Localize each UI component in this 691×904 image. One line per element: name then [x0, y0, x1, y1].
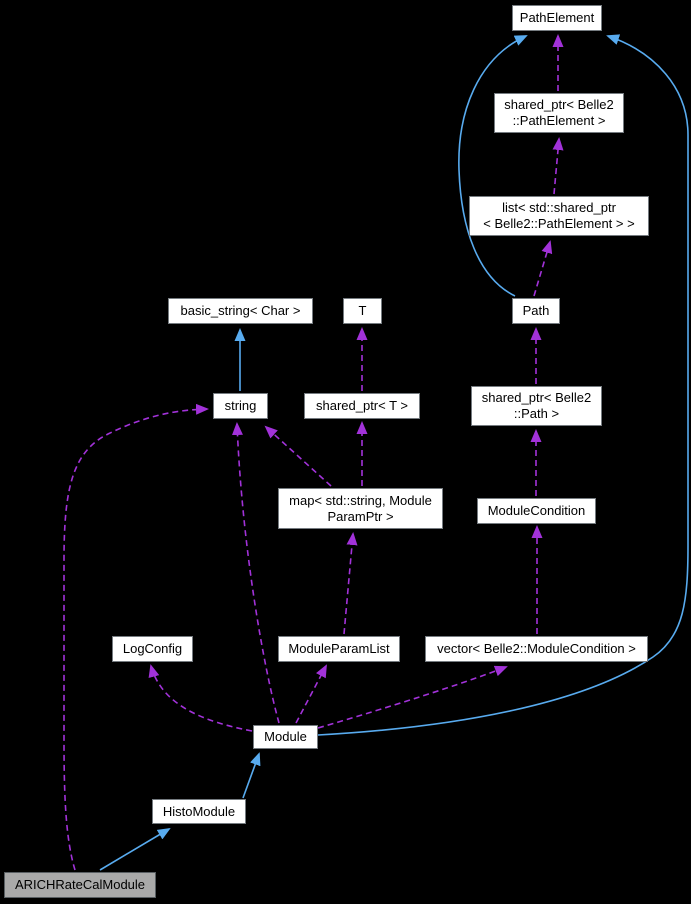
- edge-map-string: [264, 425, 332, 487]
- node-basic-string[interactable]: basic_string< Char >: [168, 298, 313, 324]
- edge-path-list: [533, 240, 553, 297]
- node-vector-modulecondition[interactable]: vector< Belle2::ModuleCondition >: [425, 636, 648, 662]
- node-logconfig[interactable]: LogConfig: [112, 636, 193, 662]
- node-label: shared_ptr< Belle2: [504, 97, 614, 112]
- edge-path-pathelement: [458, 35, 528, 297]
- node-histomodule[interactable]: HistoModule: [152, 799, 246, 824]
- edge-module-moduleparamlist: [295, 664, 327, 724]
- node-label: vector< Belle2::ModuleCondition >: [437, 641, 636, 656]
- node-label: basic_string< Char >: [180, 303, 301, 318]
- node-label: ModuleCondition: [487, 503, 586, 518]
- node-label: shared_ptr< Belle2: [481, 390, 592, 405]
- node-module[interactable]: Module: [253, 725, 318, 749]
- node-string[interactable]: string: [213, 393, 268, 419]
- node-t[interactable]: T: [343, 298, 382, 324]
- node-pathelement[interactable]: PathElement: [512, 5, 602, 31]
- node-label: list< std::shared_ptr: [502, 200, 616, 215]
- node-label: T: [358, 303, 367, 318]
- node-list-shared-ptr-pathelement[interactable]: list< std::shared_ptr < Belle2::PathElem…: [469, 196, 649, 236]
- node-arichratecalmodule[interactable]: ARICHRateCalModule: [4, 872, 156, 898]
- edge-module-pathelement: [317, 34, 689, 736]
- node-label: PathElement: [519, 10, 595, 25]
- node-shared-ptr-path[interactable]: shared_ptr< Belle2 ::Path >: [471, 386, 602, 426]
- node-label: < Belle2::PathElement > >: [483, 216, 635, 231]
- node-label: string: [224, 398, 257, 413]
- node-path[interactable]: Path: [512, 298, 560, 324]
- node-label: ParamPtr >: [327, 508, 394, 524]
- node-label: ModuleParamList: [288, 641, 390, 656]
- node-label: ARICHRateCalModule: [14, 877, 146, 892]
- node-label: Path: [522, 303, 550, 318]
- node-moduleparamlist[interactable]: ModuleParamList: [278, 636, 400, 662]
- node-label: shared_ptr< T >: [315, 398, 409, 413]
- node-label: ::Path >: [513, 406, 560, 421]
- edge-module-vector: [317, 665, 508, 729]
- node-label: ::PathElement >: [512, 113, 606, 128]
- node-label: LogConfig: [122, 641, 183, 656]
- edge-arich-histomodule: [99, 827, 171, 871]
- edge-arich-string: [63, 403, 209, 871]
- node-shared-ptr-t[interactable]: shared_ptr< T >: [304, 393, 420, 419]
- edge-module-string: [231, 422, 280, 724]
- node-label: HistoModule: [162, 803, 236, 819]
- edge-histomodule-module: [242, 752, 261, 799]
- edge-moduleparamlist-map: [343, 532, 358, 635]
- node-modulecondition[interactable]: ModuleCondition: [477, 498, 596, 524]
- node-shared-ptr-pathelement[interactable]: shared_ptr< Belle2 ::PathElement >: [494, 93, 624, 133]
- node-map-moduleparamptr[interactable]: map< std::string, Module ParamPtr >: [278, 488, 443, 529]
- node-label: map< std::string, Module: [289, 492, 432, 508]
- edge-module-logconfig: [148, 664, 253, 732]
- edge-list-sptrpe: [552, 137, 564, 195]
- node-label: Module: [264, 729, 307, 744]
